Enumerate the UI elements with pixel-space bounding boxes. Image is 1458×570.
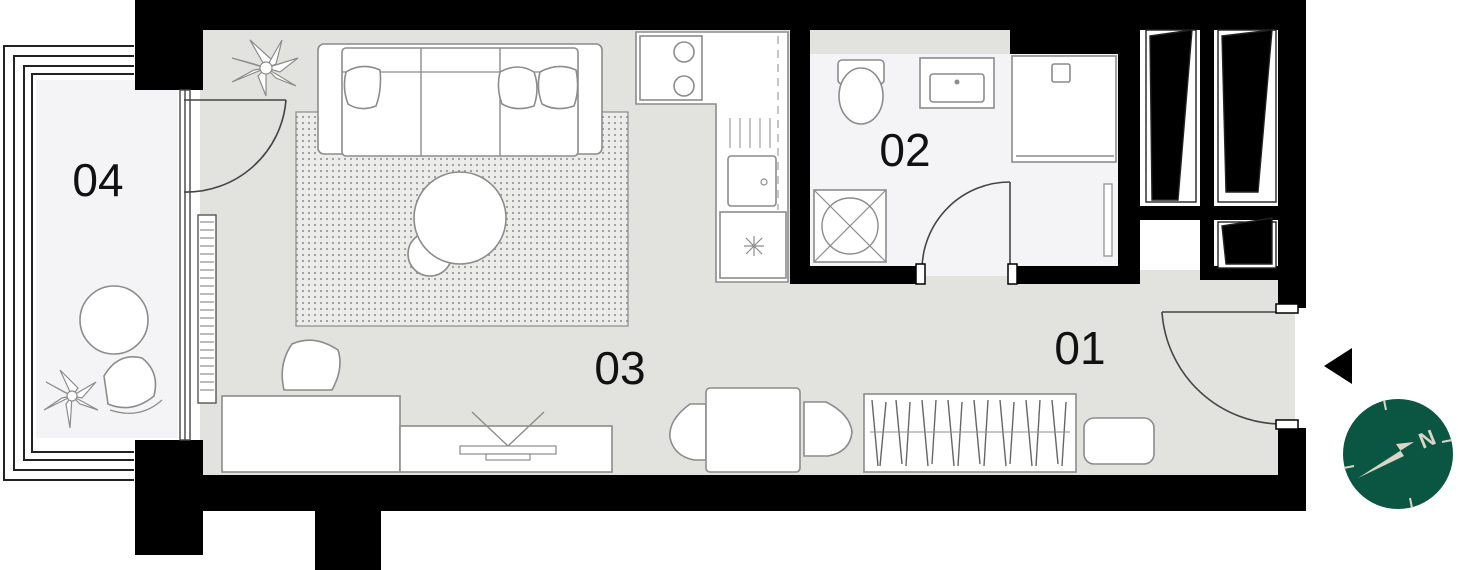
toilet <box>837 59 885 125</box>
washing-machine <box>813 189 887 263</box>
room-label-02: 02 <box>879 124 930 176</box>
desk-and-tv-unit <box>221 395 613 473</box>
shower <box>1011 55 1117 163</box>
balcony-railing <box>3 45 134 481</box>
kitchen-counter <box>635 31 789 283</box>
round-table <box>407 171 507 277</box>
armchair <box>281 339 341 391</box>
potted-plant <box>231 39 299 97</box>
compass: N <box>1343 399 1453 509</box>
shower-glass <box>1103 183 1113 257</box>
pouf <box>1083 417 1155 465</box>
radiator-fins <box>200 221 214 391</box>
room-label-01: 01 <box>1054 322 1105 374</box>
radiator <box>197 214 217 404</box>
room-label-04: 04 <box>72 154 123 206</box>
entrance-arrow-icon <box>1324 348 1352 384</box>
bathroom-door <box>915 181 1018 285</box>
walls <box>135 0 1306 570</box>
window-frames <box>179 89 191 441</box>
built-in-wardrobe <box>1145 29 1277 269</box>
sofa <box>317 43 603 157</box>
washbasin <box>919 57 995 109</box>
dining-set <box>669 387 853 473</box>
balcony-furniture <box>43 285 163 429</box>
balcony-door <box>183 99 287 193</box>
shoe-cabinet <box>863 393 1077 473</box>
room-label-03: 03 <box>594 342 645 394</box>
compass-needle-icon <box>1358 442 1414 478</box>
entrance-door <box>1161 303 1299 430</box>
